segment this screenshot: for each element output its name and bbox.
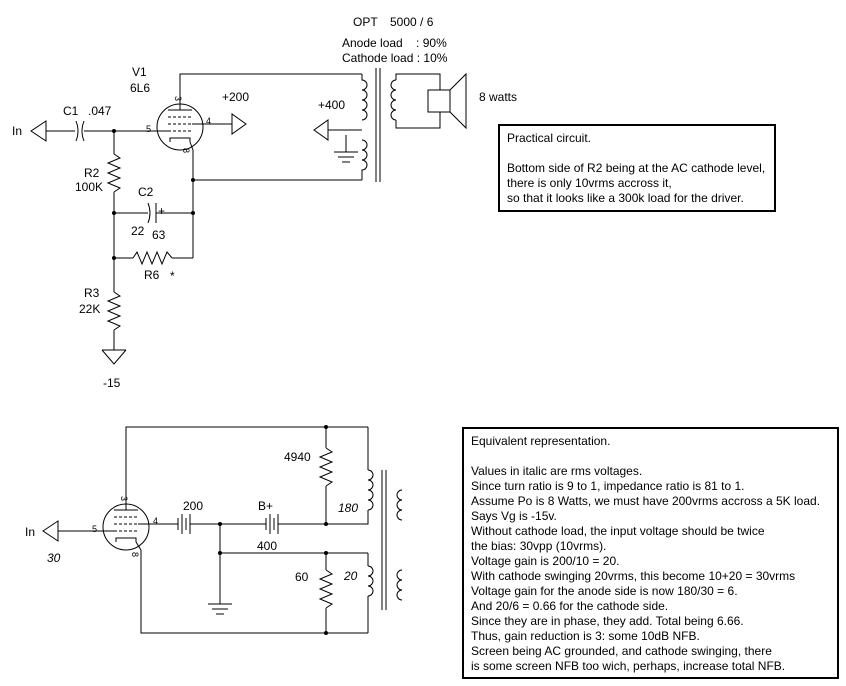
bottom-pin4-label: 4 [153, 516, 158, 526]
r6-resistor [132, 250, 173, 266]
v1-ref-label: V1 [132, 65, 147, 79]
equivalent-note-line: And 20/6 = 0.66 for the cathode side. [471, 599, 669, 613]
top-input-port [30, 120, 75, 142]
junction-dot [191, 211, 195, 215]
screen-battery [177, 514, 191, 534]
equivalent-note-line: With cathode swinging 20vrms, this becom… [471, 569, 796, 583]
opt-label: OPT [353, 15, 378, 29]
b-plus-value-label: 400 [257, 539, 277, 553]
v1-pin8-label: 8 [181, 148, 191, 153]
r6-ref-label: R6 [144, 268, 160, 282]
bottom-tube [102, 503, 150, 551]
top-circuit: In C1 .047 R2 100K C2 + 22 63 R6 [12, 15, 517, 390]
r3-ref-label: R3 [84, 286, 100, 300]
cathode-load-label: Cathode load : 10% [342, 51, 448, 65]
bottom-input-port [42, 520, 106, 542]
bottom-pin8-label: 8 [130, 552, 140, 557]
bottom-pin5-label: 5 [92, 524, 97, 534]
c1-value-label: .047 [88, 104, 112, 118]
anode-voltage-label: 180 [338, 501, 358, 515]
practical-note-line: there is only 10vrms accross it, [507, 176, 672, 190]
screen-supply-port [208, 113, 247, 135]
practical-note-line: so that it looks like a 300k load for th… [507, 191, 744, 205]
equivalent-note-line: Thus, gain reduction is 3: some 10dB NFB… [471, 629, 700, 643]
bottom-circuit: In 30 3 5 4 8 200 [25, 425, 403, 635]
v1-type-label: 6L6 [130, 81, 150, 95]
equivalent-note-line: Assume Po is 8 Watts, we must have 200vr… [471, 494, 821, 508]
top-input-label: In [12, 124, 22, 138]
neg-supply-label: -15 [103, 376, 121, 390]
cathode-resistor [318, 569, 334, 609]
c2-plus-mark: + [158, 204, 165, 218]
v1-pin3-label: 3 [173, 96, 183, 101]
r2-ref-label: R2 [84, 166, 100, 180]
anode-load-label: Anode load : 90% [342, 36, 447, 50]
bottom-input-label: In [25, 525, 35, 539]
practical-note-line: Bottom side of R2 being at the AC cathod… [507, 161, 766, 175]
c2-value-b-label: 63 [152, 228, 166, 242]
equivalent-note-line: Screen being AC grounded, and cathode sw… [471, 644, 772, 658]
r2-value-label: 100K [75, 180, 103, 194]
opt-ratio-label: 5000 / 6 [390, 15, 434, 29]
v1-tube [156, 103, 208, 151]
output-transformer [361, 68, 441, 182]
equivalent-note-line: is some screen NFB too wich, perhaps, in… [471, 659, 786, 673]
bottom-pin3-label: 3 [119, 496, 129, 501]
c2-ref-label: C2 [138, 185, 154, 199]
equivalent-note-title: Equivalent representation. [471, 434, 611, 448]
cathode-voltage-label: 20 [343, 569, 358, 583]
c2-value-a-label: 22 [131, 224, 145, 238]
equivalent-note-line: Voltage gain is 200/10 = 20. [471, 554, 620, 568]
equivalent-note-line: Since they are in phase, they add. Total… [471, 614, 744, 628]
equivalent-note-line: Values in italic are rms voltages. [471, 464, 643, 478]
screen-supply-label: +200 [222, 90, 249, 104]
neg-supply-symbol [101, 349, 127, 365]
equivalent-note-line: the bias: 30vpp (10vrms). [471, 539, 607, 553]
plate-supply-port [313, 119, 362, 141]
r2-resistor [106, 153, 122, 193]
r6-mark: * [170, 269, 175, 283]
r3-value-label: 22K [79, 302, 100, 316]
equivalent-representation-note: Equivalent representation. Values in ita… [462, 427, 839, 679]
practical-circuit-note: Practical circuit. Bottom side of R2 bei… [498, 124, 776, 212]
ground-symbol [208, 603, 232, 615]
speaker-power-label: 8 watts [479, 90, 517, 104]
cathode-resistor-label: 60 [295, 570, 309, 584]
equivalent-note-line: Without cathode load, the input voltage … [471, 524, 765, 538]
bottom-input-voltage: 30 [47, 551, 61, 565]
b-plus-label: B+ [258, 499, 273, 513]
screen-voltage-label: 200 [183, 499, 203, 513]
c1-ref-label: C1 [63, 104, 79, 118]
r3-resistor [106, 291, 122, 331]
plate-supply-label: +400 [318, 98, 345, 112]
bottom-transformer [326, 427, 403, 633]
practical-note-title: Practical circuit. [507, 131, 592, 145]
speaker-icon [427, 72, 467, 130]
equivalent-note-line: Since turn ratio is 9 to 1, impedance ra… [471, 479, 745, 493]
transformer-ground-symbol [334, 135, 358, 163]
equivalent-note-line: Voltage gain for the anode side is now 1… [471, 584, 738, 598]
equivalent-note-line: Says Vg is -15v. [471, 509, 557, 523]
b-plus-battery [265, 514, 279, 534]
v1-pin5-label: 5 [146, 124, 151, 134]
c1-capacitor [75, 120, 85, 142]
c2-capacitor [147, 202, 157, 224]
anode-resistor [318, 447, 334, 487]
anode-resistor-label: 4940 [284, 450, 311, 464]
v1-pin4-label: 4 [206, 116, 211, 126]
